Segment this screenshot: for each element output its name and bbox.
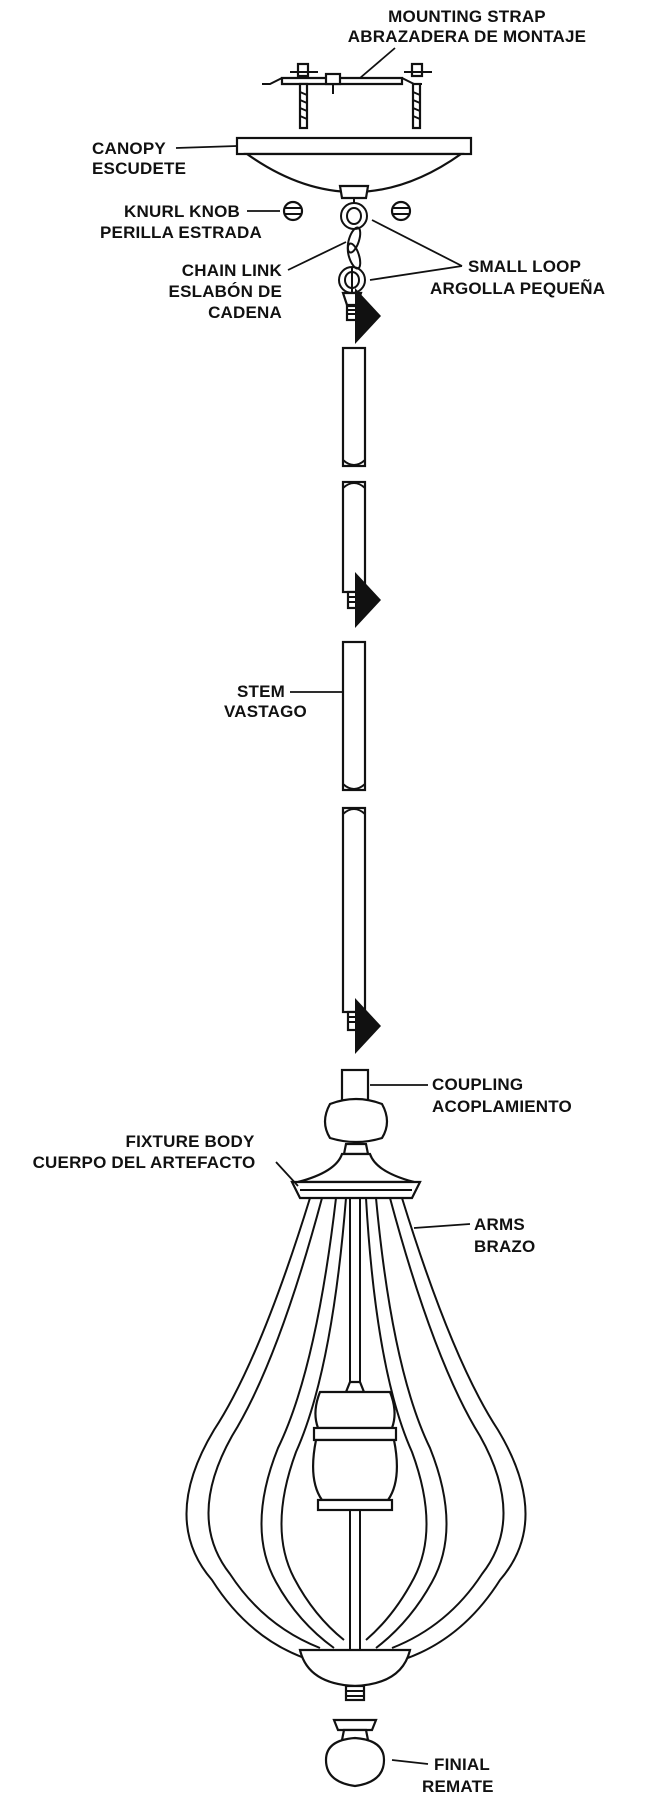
socket-cup: [311, 1380, 399, 1512]
arms: [185, 1197, 527, 1661]
canopy-label: CANOPY ESCUDETE: [92, 139, 238, 178]
finial: [324, 1718, 386, 1788]
chain-link-label-es-2: CADENA: [208, 303, 282, 322]
mounting-strap-label-es: ABRAZADERA DE MONTAJE: [348, 27, 586, 46]
arms-label: ARMS BRAZO: [413, 1215, 535, 1256]
small-loop-label-en: SMALL LOOP: [468, 257, 581, 276]
mounting-strap-label-en: MOUNTING STRAP: [388, 7, 546, 26]
arrow-marker-2: [355, 572, 381, 628]
finial-label: FINIAL REMATE: [391, 1755, 494, 1796]
chain-link-label-es: ESLABÓN DE: [169, 282, 282, 301]
canopy: [235, 136, 473, 200]
fixture-body-label: FIXTURE BODY CUERPO DEL ARTEFACTO: [33, 1132, 299, 1187]
canopy-label-en: CANOPY: [92, 139, 166, 158]
knurl-knob-label: KNURL KNOB PERILLA ESTRADA: [100, 202, 280, 242]
bottom-bowl: [298, 1648, 412, 1702]
coupling-label: COUPLING ACOPLAMIENTO: [370, 1075, 572, 1116]
stem-label-es: VASTAGO: [224, 702, 307, 721]
arrow-marker-3: [355, 998, 381, 1054]
coupling-label-es: ACOPLAMIENTO: [432, 1097, 572, 1116]
arms-label-en: ARMS: [474, 1215, 525, 1234]
stem-label: STEM VASTAGO: [224, 682, 343, 721]
finial-label-es: REMATE: [422, 1777, 494, 1796]
small-loop-label-es: ARGOLLA PEQUEÑA: [430, 278, 605, 298]
mounting-strap-label: MOUNTING STRAP ABRAZADERA DE MONTAJE: [348, 7, 586, 79]
fixture-body: [290, 1097, 422, 1200]
fixture-body-label-en: FIXTURE BODY: [126, 1132, 255, 1151]
knurl-knob-label-es: PERILLA ESTRADA: [100, 223, 262, 242]
coupling-label-en: COUPLING: [432, 1075, 523, 1094]
chain-link-label: CHAIN LINK ESLABÓN DE CADENA: [169, 241, 347, 322]
chain-link-label-en: CHAIN LINK: [182, 261, 283, 280]
knurl-knob-label-en: KNURL KNOB: [124, 202, 240, 221]
stem-section-1: [341, 346, 367, 468]
knurl-knob-right: [390, 200, 412, 222]
stem-section-4: [341, 806, 367, 1032]
canopy-label-es: ESCUDETE: [92, 159, 186, 178]
stem-section-3: [341, 640, 367, 792]
stem-label-en: STEM: [237, 682, 285, 701]
arms-label-es: BRAZO: [474, 1237, 535, 1256]
fixture-body-label-es: CUERPO DEL ARTEFACTO: [33, 1153, 256, 1172]
knurl-knob-left: [282, 200, 304, 222]
mounting-strap: [262, 62, 432, 130]
finial-label-en: FINIAL: [434, 1755, 490, 1774]
arrow-marker-1: [355, 288, 381, 344]
small-loop-label: SMALL LOOP ARGOLLA PEQUEÑA: [369, 219, 605, 298]
